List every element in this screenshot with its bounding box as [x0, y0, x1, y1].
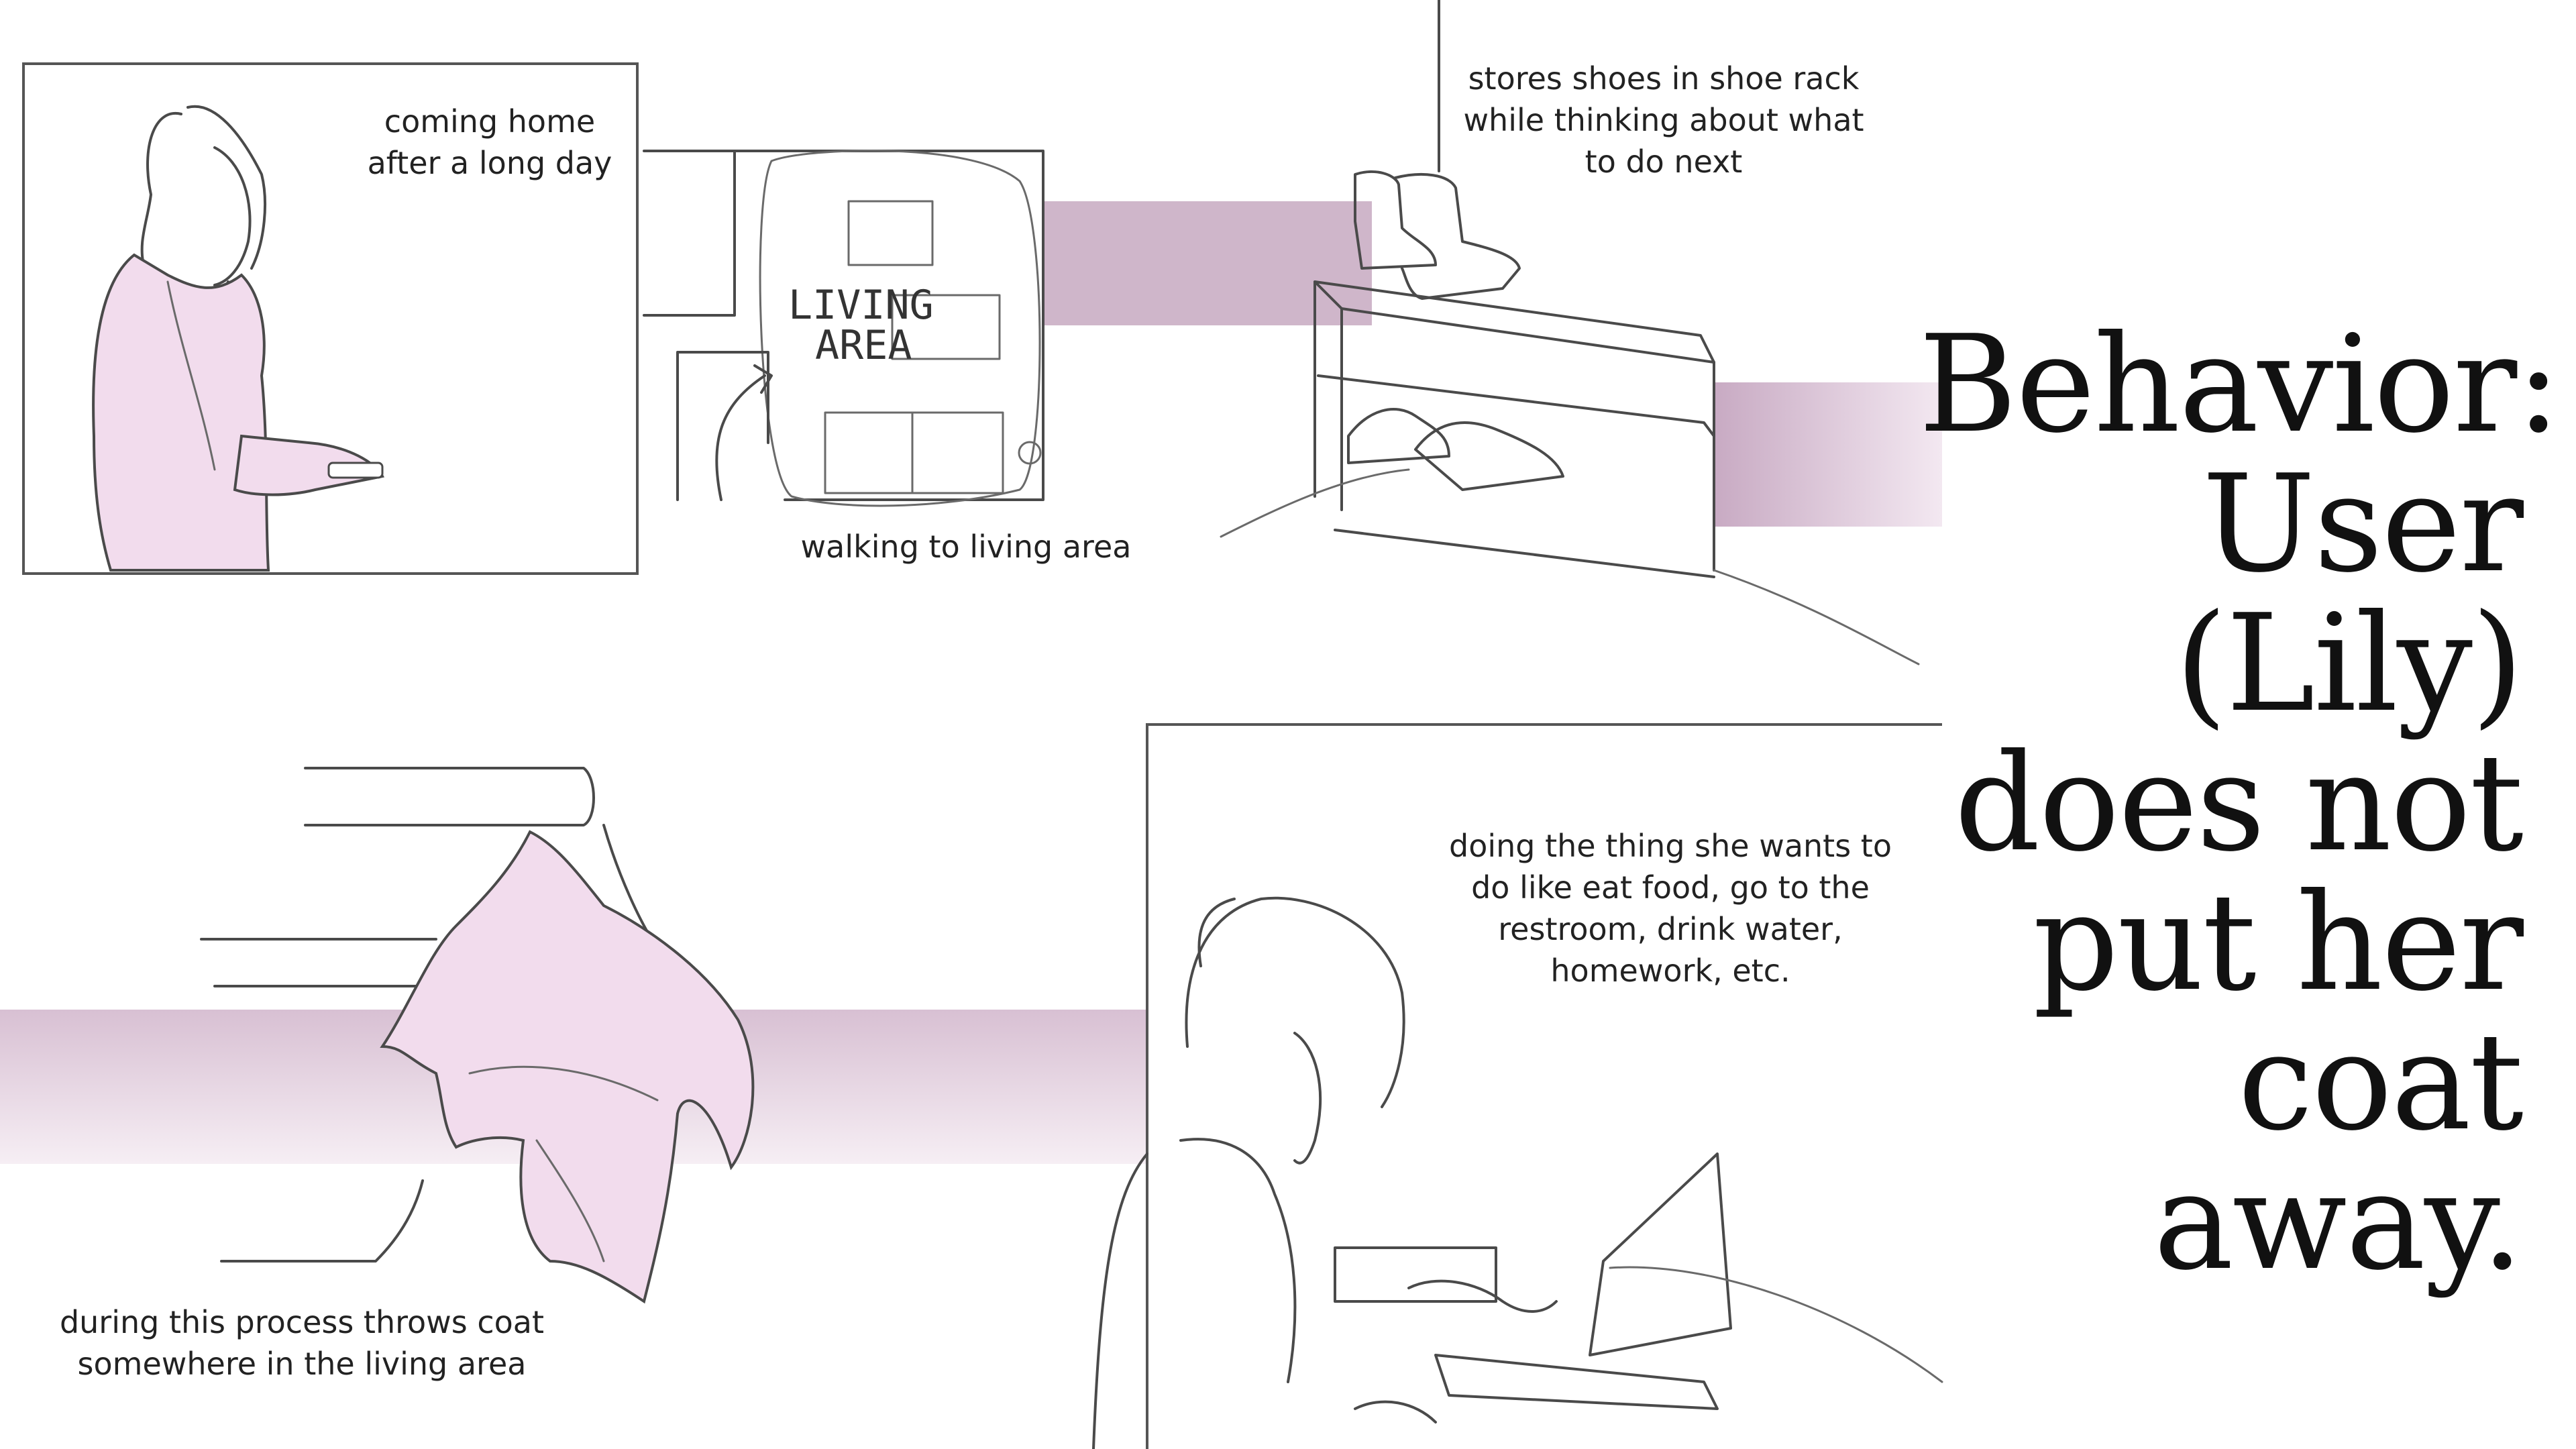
page-title: Behavior: User (Lily) does not put her c…	[1919, 307, 2561, 1300]
svg-text:AREA: AREA	[815, 322, 912, 369]
panel-throws-coat	[200, 767, 755, 1304]
connector-bands	[0, 201, 1942, 1164]
caption-throws-coat: during this process throws coat somewher…	[59, 1304, 545, 1382]
pink-jacket	[92, 253, 270, 572]
floorplan-living-area: LIVING AREA	[643, 150, 1044, 507]
panel-coming-home	[22, 62, 639, 575]
caption-walking: walking to living area	[800, 529, 1132, 565]
caption-coming-home: coming home after a long day	[367, 103, 612, 181]
band-top-right	[1714, 382, 1942, 527]
panel-doing-homework	[1092, 723, 1943, 1449]
caption-stores-shoes: stores shoes in shoe rack while thinking…	[1463, 60, 1864, 180]
thrown-coat	[380, 830, 755, 1304]
caption-doing-thing: doing the thing she wants to do like eat…	[1449, 828, 1892, 989]
panel-shoe-rack	[1220, 0, 1920, 665]
band-top-middle	[1043, 201, 1372, 325]
floorplan-label: LIVING	[788, 282, 934, 329]
